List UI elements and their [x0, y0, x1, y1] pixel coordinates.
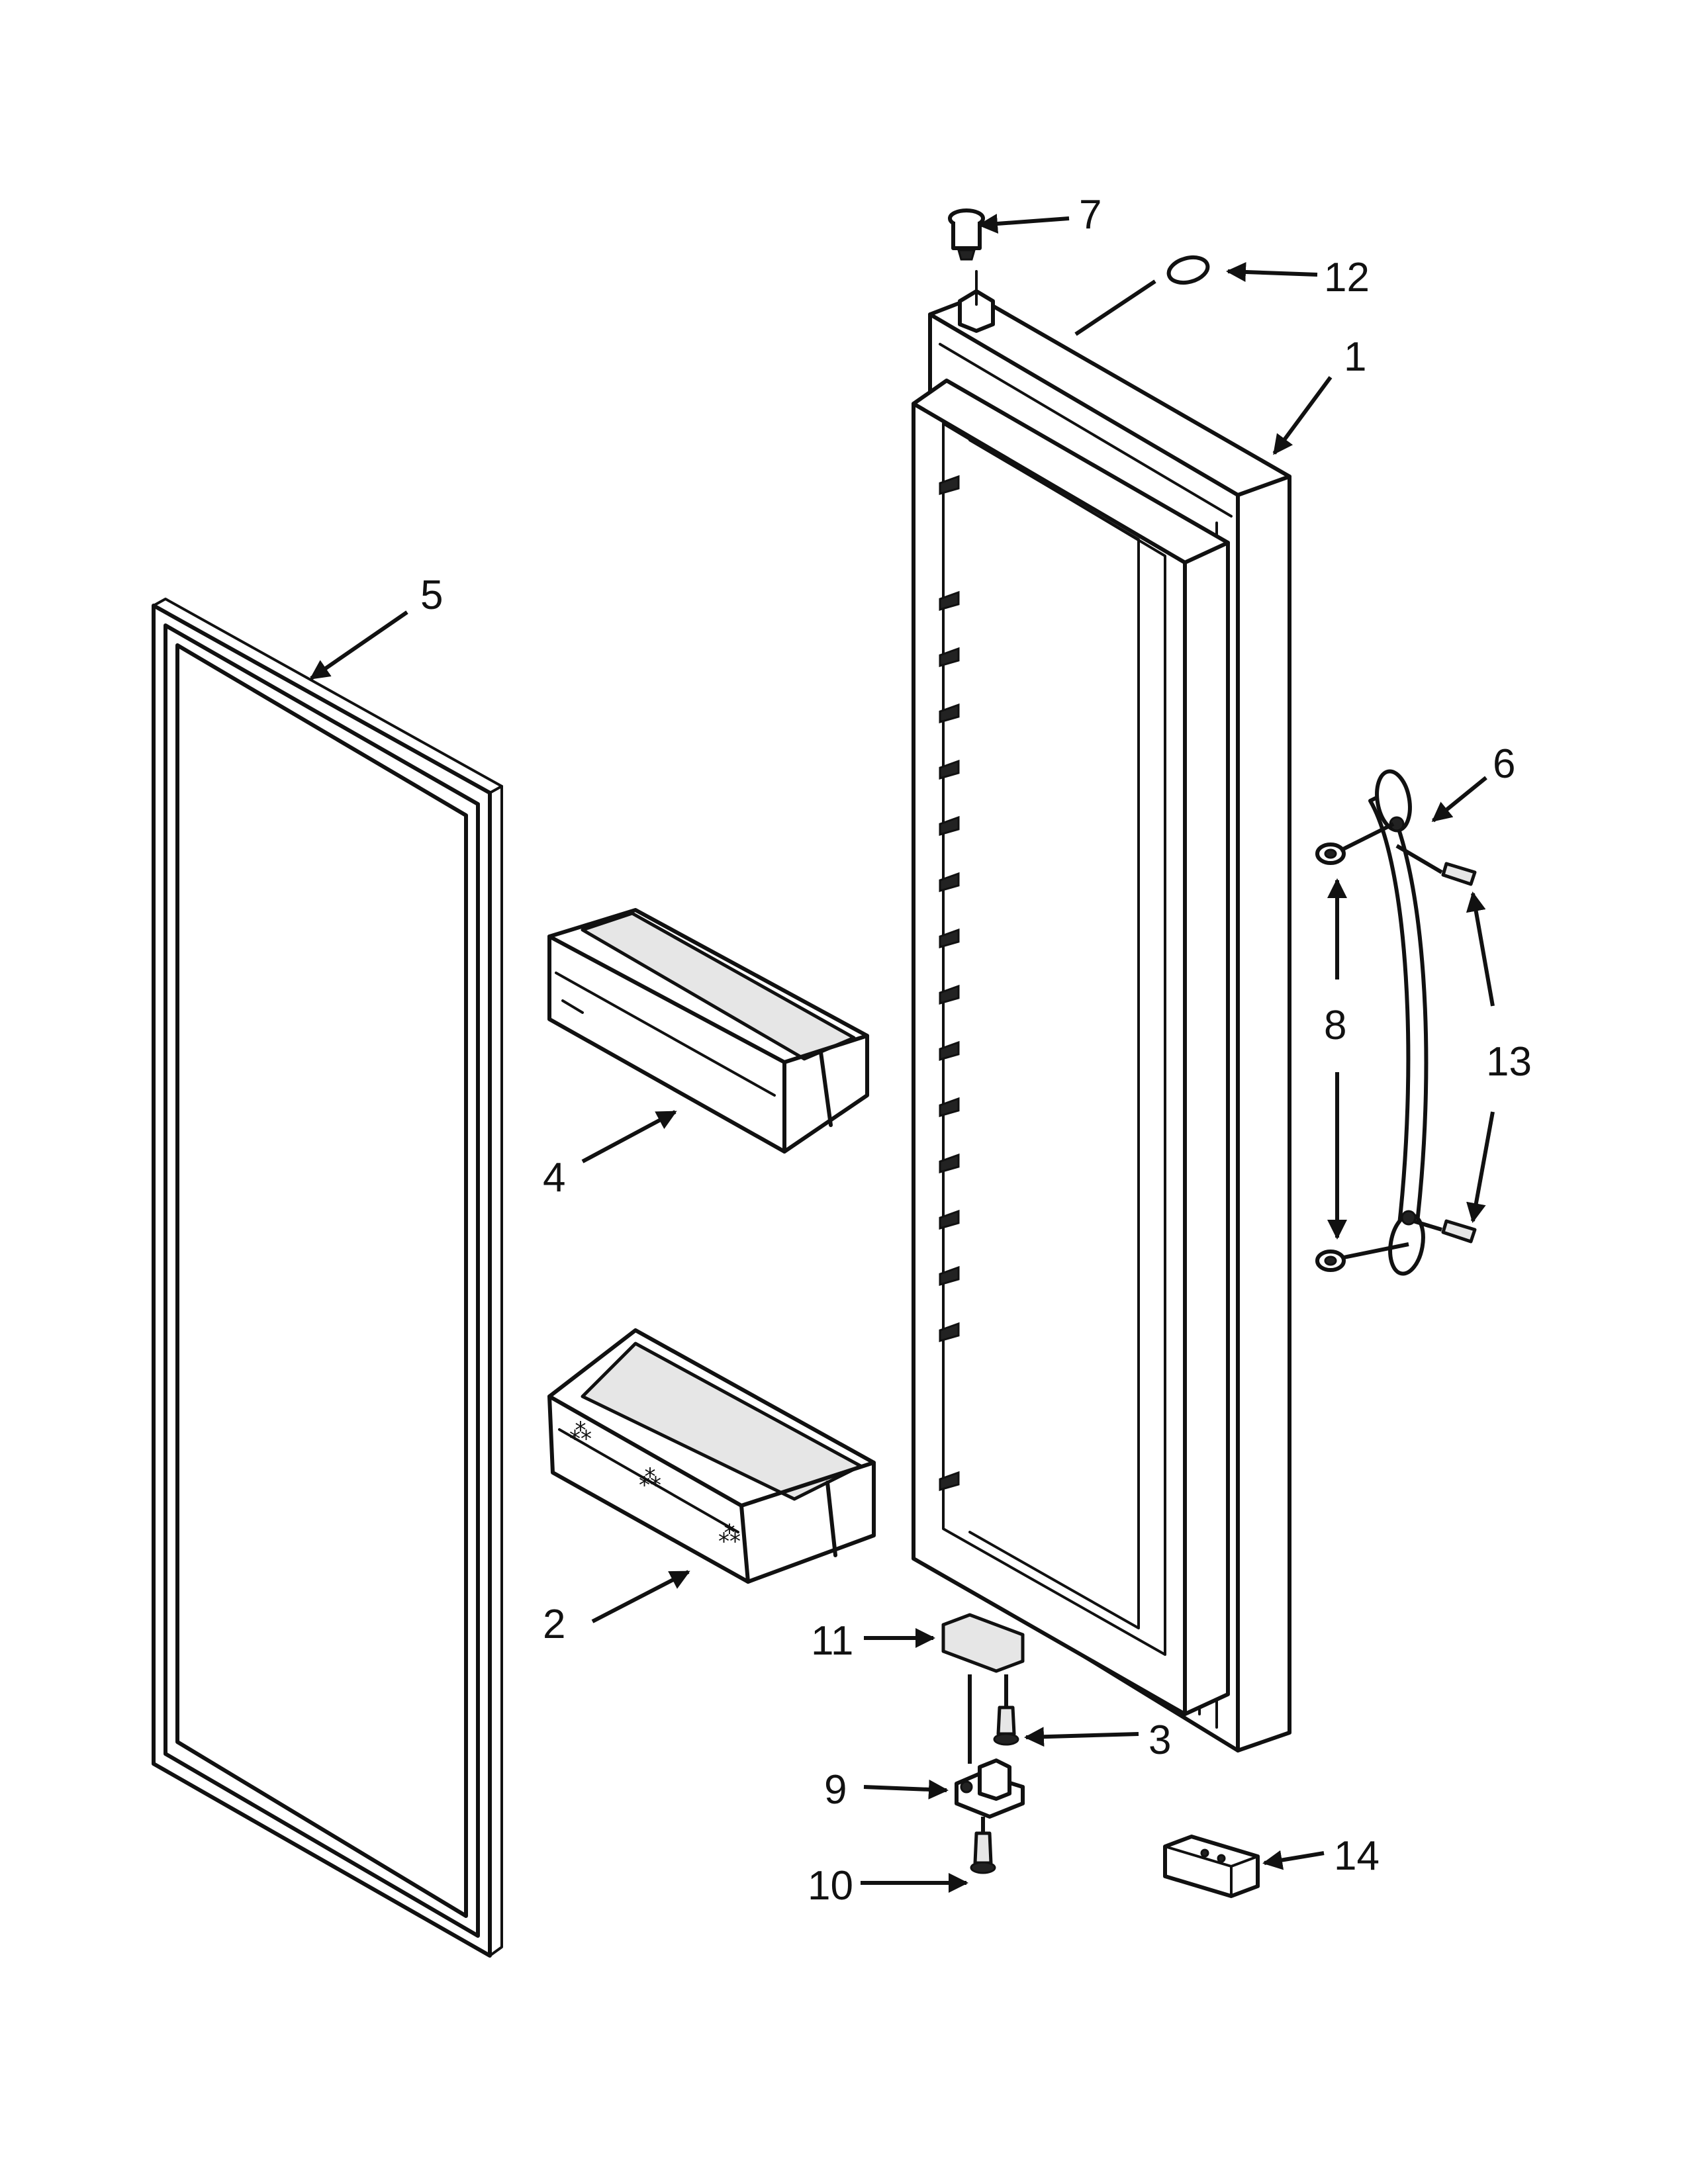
callout-2: 2 — [543, 1602, 565, 1647]
callout-5: 5 — [420, 572, 443, 618]
handle-caps — [1315, 842, 1346, 1272]
bin-logo-mark: ⁂ — [718, 1522, 741, 1547]
hinge-shim — [941, 1613, 1025, 1673]
bottom-hinge — [955, 1758, 1025, 1819]
hinge-screw — [970, 1831, 996, 1874]
callout-12: 12 — [1324, 255, 1370, 300]
washer — [1166, 255, 1210, 285]
leader-lines — [309, 214, 1495, 1893]
shelf-clips — [939, 475, 960, 1491]
callout-3: 3 — [1149, 1717, 1171, 1763]
callout-10: 10 — [808, 1863, 853, 1909]
callout-8: 8 — [1324, 1003, 1346, 1048]
screw — [993, 1706, 1019, 1746]
bin-logo-mark: ⁂ — [569, 1420, 592, 1445]
door-bin-lower: ⁂ ⁂ ⁂ — [547, 1328, 876, 1584]
door-stop — [1163, 1835, 1260, 1898]
callout-labels: 1 2 3 4 5 6 7 8 9 10 11 12 13 14 — [420, 192, 1532, 1909]
callout-11: 11 — [811, 1618, 853, 1664]
set-screws — [1441, 862, 1477, 1244]
door-gasket — [152, 598, 503, 1958]
hinge-bushing — [948, 208, 985, 261]
door-bin-upper — [547, 908, 869, 1154]
bin-logo-mark: ⁂ — [639, 1466, 661, 1491]
callout-14: 14 — [1334, 1833, 1380, 1879]
refrigerator-door — [912, 270, 1291, 1752]
callout-6: 6 — [1493, 741, 1515, 787]
callout-7: 7 — [1079, 192, 1102, 238]
callout-1: 1 — [1344, 334, 1366, 380]
callout-13: 13 — [1486, 1039, 1532, 1085]
callout-4: 4 — [543, 1155, 565, 1201]
callout-9: 9 — [824, 1767, 847, 1813]
